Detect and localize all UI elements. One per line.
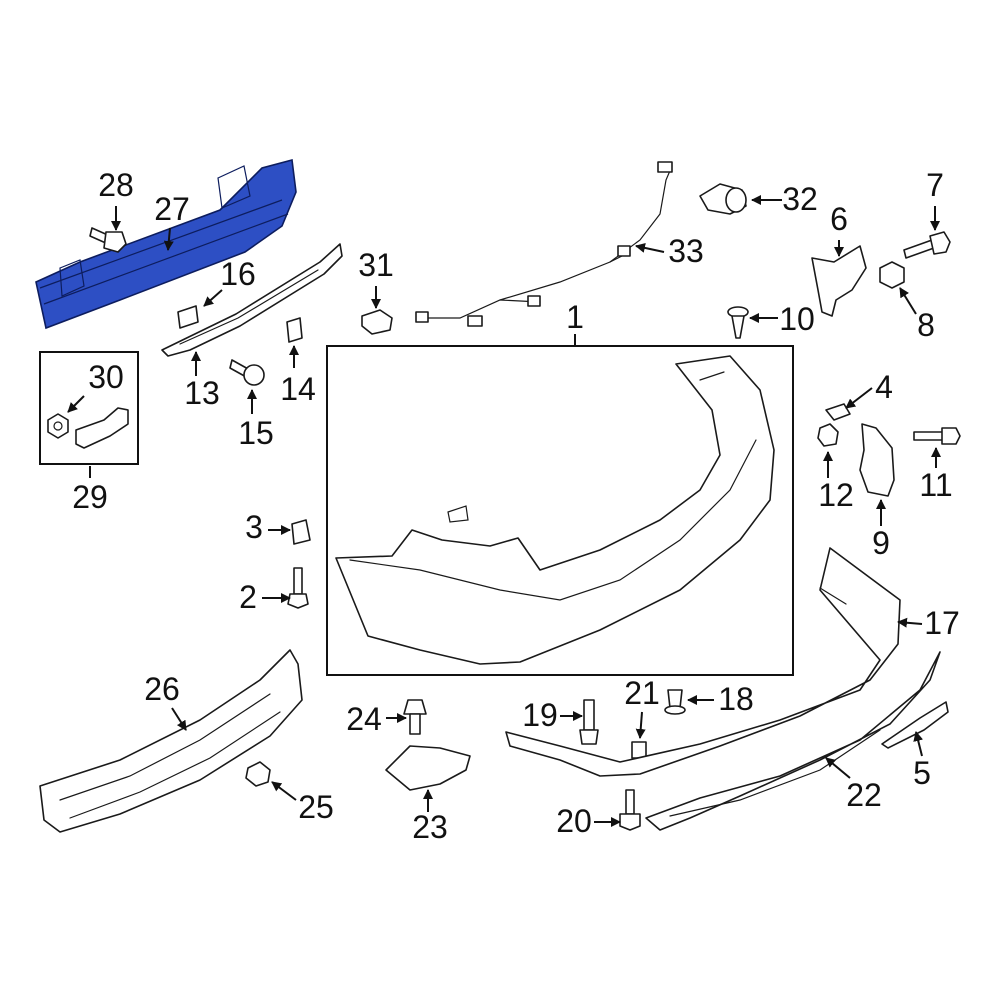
part-21-retainer[interactable] bbox=[631, 741, 647, 759]
callout-21[interactable]: 21 bbox=[624, 675, 660, 711]
callout-18[interactable]: 18 bbox=[718, 681, 754, 717]
part-29-bracket[interactable] bbox=[75, 407, 129, 449]
callout-12[interactable]: 12 bbox=[818, 477, 854, 513]
callout-24[interactable]: 24 bbox=[346, 701, 382, 737]
part-11-bolt[interactable] bbox=[913, 427, 961, 445]
callout-7[interactable]: 7 bbox=[926, 167, 944, 203]
part-29-box bbox=[39, 351, 139, 465]
callout-25[interactable]: 25 bbox=[298, 789, 334, 825]
leader-25 bbox=[271, 781, 297, 801]
part-19-stud[interactable] bbox=[579, 699, 599, 745]
leader-4 bbox=[845, 387, 873, 409]
callout-20[interactable]: 20 bbox=[556, 803, 592, 839]
callout-29[interactable]: 29 bbox=[72, 479, 108, 515]
callout-27[interactable]: 27 bbox=[154, 191, 190, 227]
callout-31[interactable]: 31 bbox=[358, 247, 394, 283]
part-8-nut[interactable] bbox=[879, 261, 905, 289]
leader-17 bbox=[897, 617, 923, 628]
callout-8[interactable]: 8 bbox=[917, 307, 935, 343]
part-10-push-clip[interactable] bbox=[727, 306, 749, 339]
part-1-box bbox=[326, 345, 794, 676]
part-6-bracket[interactable] bbox=[811, 245, 867, 317]
callout-14[interactable]: 14 bbox=[280, 371, 316, 407]
callout-28[interactable]: 28 bbox=[98, 167, 134, 203]
callout-5[interactable]: 5 bbox=[913, 755, 931, 791]
part-22-diffuser[interactable] bbox=[645, 651, 941, 831]
part-25-nut[interactable] bbox=[245, 761, 271, 787]
leader-22 bbox=[825, 757, 851, 779]
part-2-bolt[interactable] bbox=[287, 567, 309, 609]
part-5-trim-strip[interactable] bbox=[881, 701, 949, 749]
callout-4[interactable]: 4 bbox=[875, 369, 893, 405]
leader-16 bbox=[203, 289, 223, 307]
callout-10[interactable]: 10 bbox=[779, 301, 815, 337]
callout-32[interactable]: 32 bbox=[782, 181, 818, 217]
callout-13[interactable]: 13 bbox=[184, 375, 220, 411]
callout-2[interactable]: 2 bbox=[239, 579, 257, 615]
part-32-parking-sensor[interactable] bbox=[699, 183, 747, 215]
callout-22[interactable]: 22 bbox=[846, 777, 882, 813]
part-28-bolt[interactable] bbox=[89, 227, 127, 253]
part-30-nut[interactable] bbox=[47, 413, 69, 439]
leader-5 bbox=[913, 731, 924, 757]
leader-33 bbox=[635, 242, 665, 253]
part-12-nut[interactable] bbox=[817, 423, 839, 447]
callout-3[interactable]: 3 bbox=[245, 509, 263, 545]
part-31-sensor-bracket[interactable] bbox=[361, 309, 393, 335]
part-1-bumper-cover[interactable] bbox=[335, 355, 775, 665]
part-15-bolt[interactable] bbox=[229, 359, 265, 386]
callout-11[interactable]: 11 bbox=[919, 467, 952, 503]
callout-15[interactable]: 15 bbox=[238, 415, 274, 451]
part-23-corner-trim[interactable] bbox=[385, 745, 471, 791]
leader-21 bbox=[635, 711, 646, 739]
part-13-trim-strip[interactable] bbox=[161, 243, 343, 357]
leader-26 bbox=[171, 707, 187, 731]
part-4-clip[interactable] bbox=[825, 403, 851, 421]
part-16-clip[interactable] bbox=[177, 305, 199, 329]
callout-33[interactable]: 33 bbox=[668, 233, 704, 269]
callout-30[interactable]: 30 bbox=[88, 359, 124, 395]
part-17-lower-valance[interactable] bbox=[505, 547, 901, 777]
part-18-clip[interactable] bbox=[664, 689, 686, 715]
callout-23[interactable]: 23 bbox=[412, 809, 448, 845]
callout-26[interactable]: 26 bbox=[144, 671, 180, 707]
part-3-retainer[interactable] bbox=[291, 519, 311, 545]
part-26-energy-absorber[interactable] bbox=[39, 649, 303, 833]
callout-1[interactable]: 1 bbox=[566, 299, 584, 335]
callout-19[interactable]: 19 bbox=[522, 697, 558, 733]
part-33-wiring-harness[interactable] bbox=[415, 161, 673, 327]
leader-lines bbox=[67, 195, 941, 827]
part-20-bolt[interactable] bbox=[619, 789, 641, 831]
part-24-bolt[interactable] bbox=[403, 699, 427, 735]
callout-6[interactable]: 6 bbox=[830, 201, 848, 237]
part-7-bolt[interactable] bbox=[903, 231, 951, 259]
leader-30 bbox=[67, 395, 85, 413]
part-14-retainer[interactable] bbox=[286, 317, 303, 343]
callout-17[interactable]: 17 bbox=[924, 605, 960, 641]
callout-16[interactable]: 16 bbox=[220, 256, 256, 292]
callout-9[interactable]: 9 bbox=[872, 525, 890, 561]
leader-27 bbox=[163, 227, 174, 251]
part-9-bracket[interactable] bbox=[859, 423, 895, 497]
leader-8 bbox=[899, 287, 917, 315]
